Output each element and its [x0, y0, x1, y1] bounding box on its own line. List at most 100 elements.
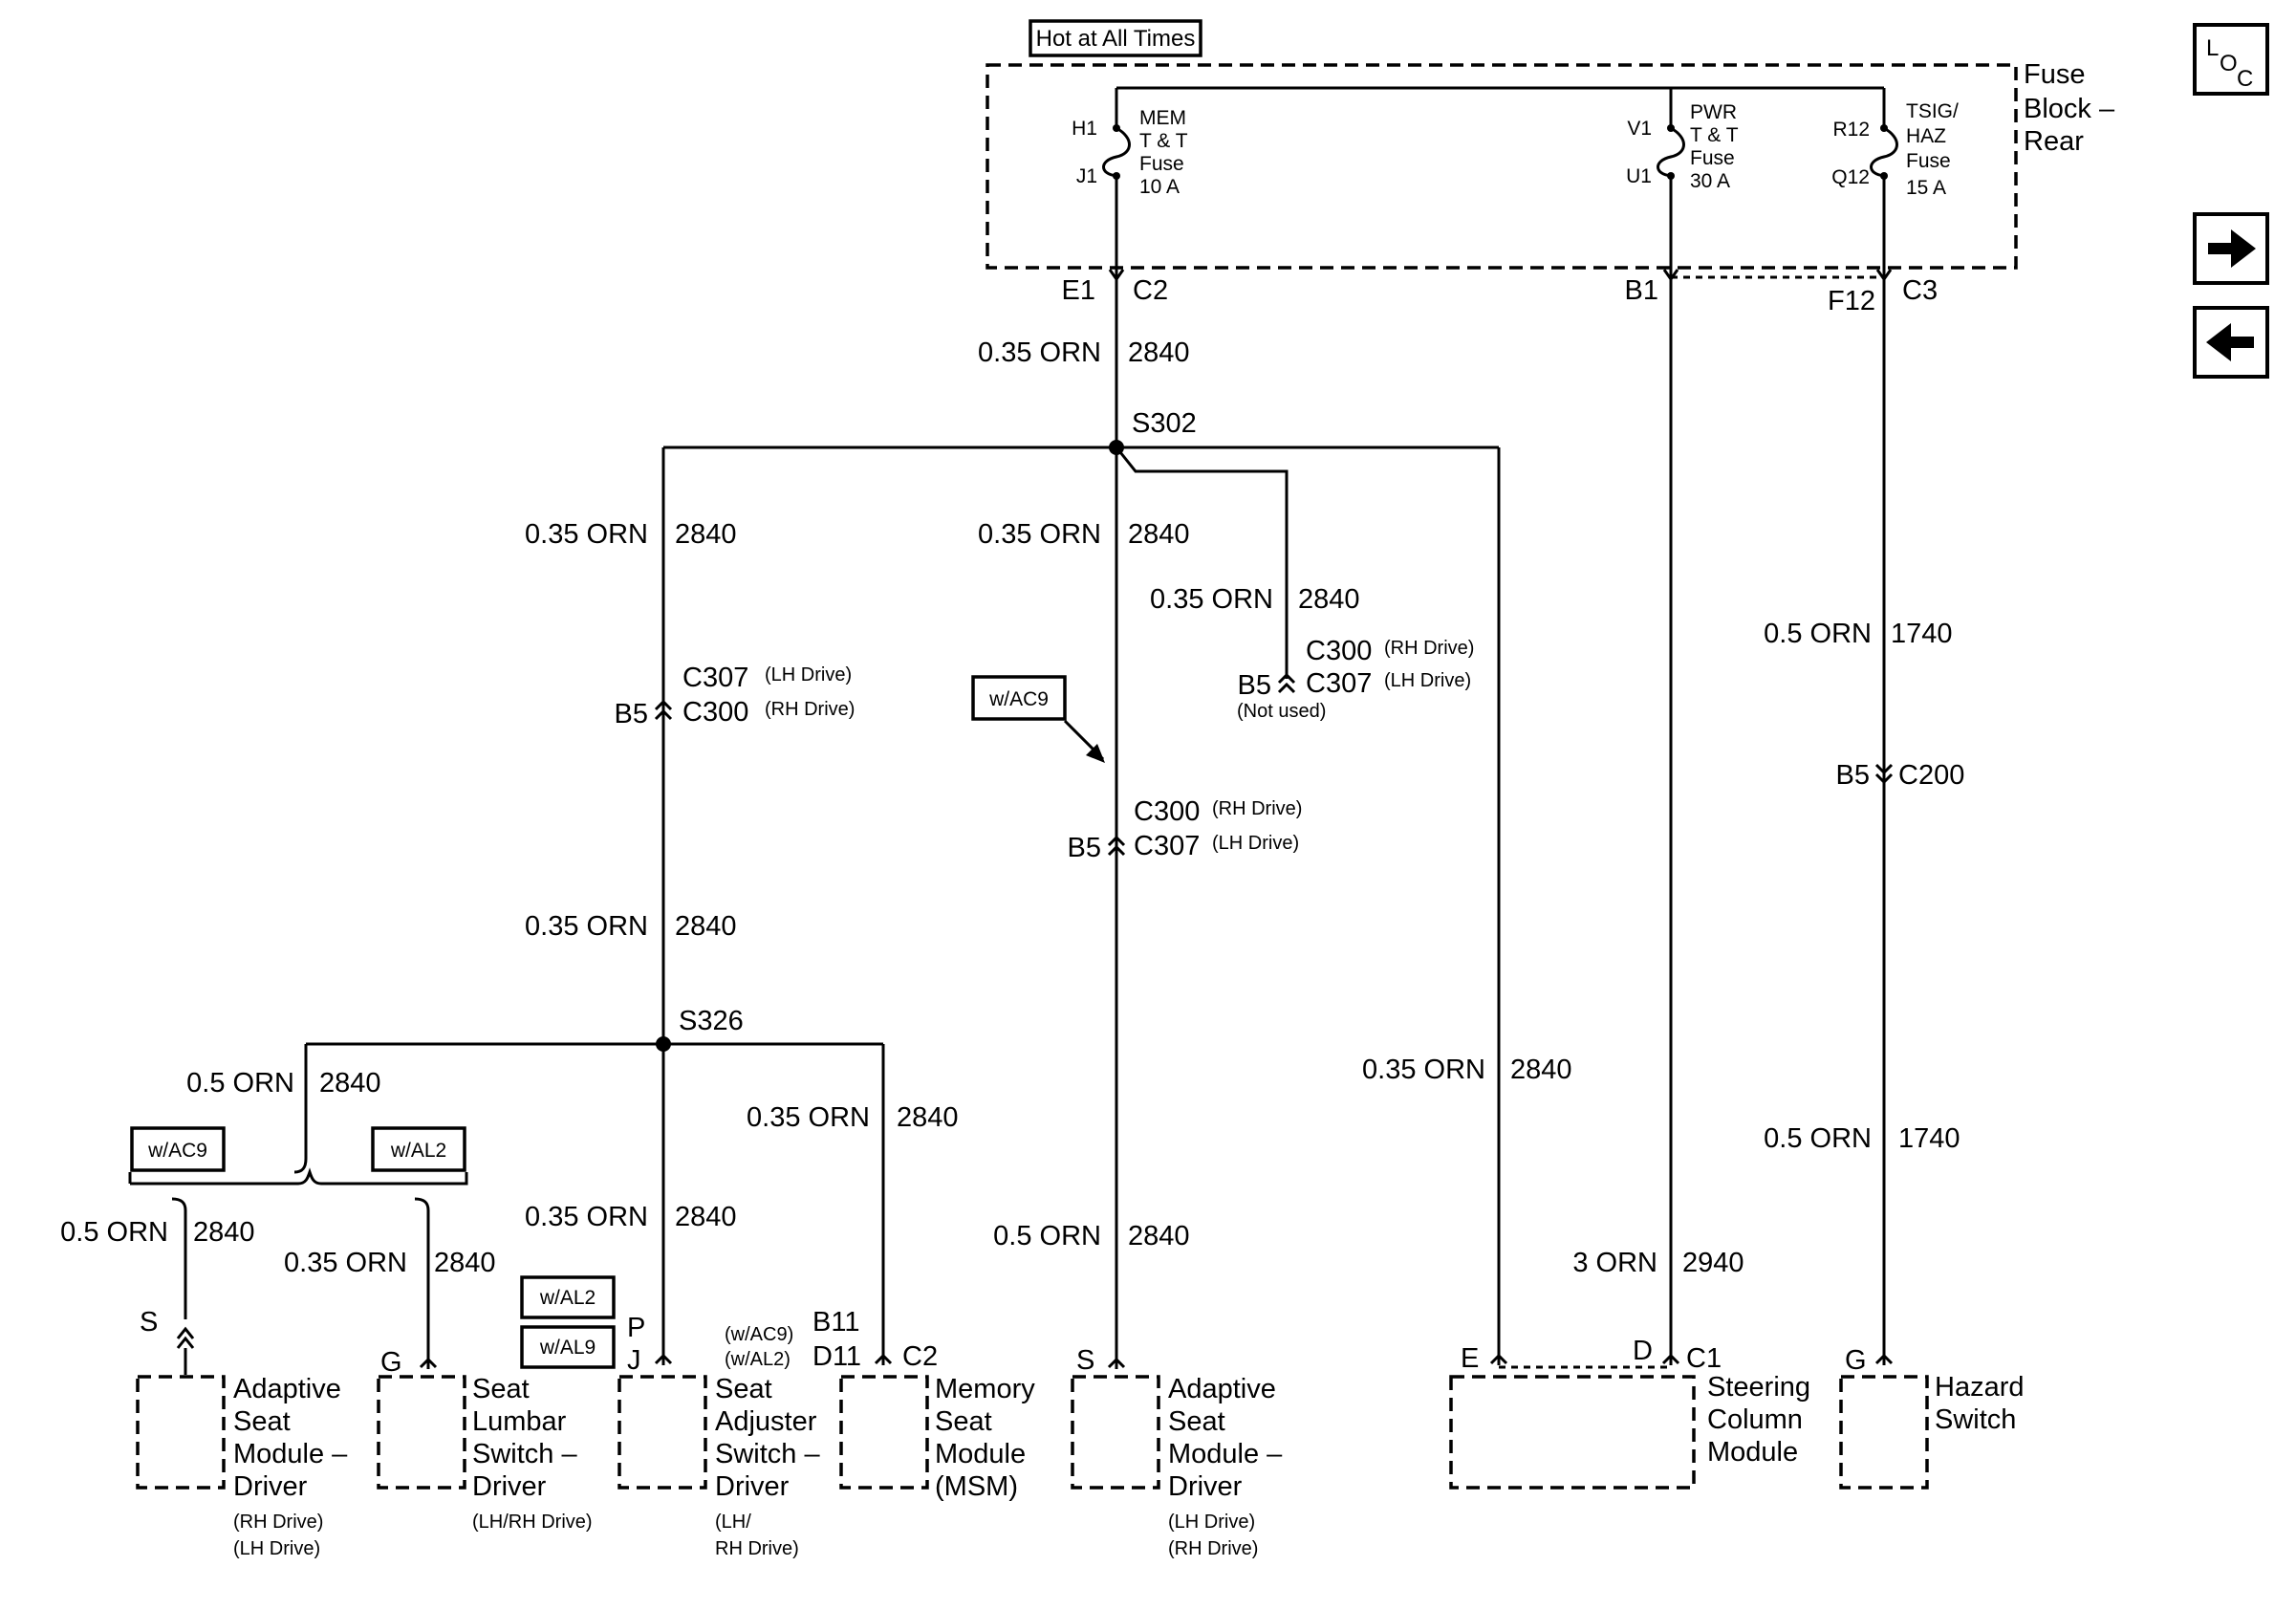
asm-lh-pin: S [1076, 1345, 1094, 1376]
connector-right-name-2: C307 [1306, 668, 1372, 699]
wire-13-size: 0.35 ORN [525, 1202, 648, 1232]
loc-letter-l: L [2206, 35, 2219, 61]
hazard-name-2: Switch [1935, 1404, 2016, 1435]
scm-pin-e: E [1461, 1343, 1479, 1374]
msm-name-2: Seat [935, 1406, 992, 1437]
connector-right-not-used: (Not used) [1237, 701, 1326, 722]
wire-6-size: 0.5 ORN [1764, 619, 1872, 649]
asm-rh-pin: S [140, 1307, 158, 1338]
fuse-mem-name-2: T & T [1139, 130, 1188, 152]
fuse-block-name-1: Fuse [2024, 59, 2085, 90]
wire-paths [128, 279, 1886, 1375]
connector-center-note-2: (LH Drive) [1212, 833, 1299, 854]
scm-name-2: Column [1707, 1404, 1803, 1435]
asm-rh-note-1: (RH Drive) [233, 1512, 323, 1533]
conn-c3: C3 [1902, 275, 1938, 306]
wire-8-size: 0.35 ORN [747, 1102, 870, 1133]
msm-name-4: (MSM) [935, 1471, 1018, 1502]
asm-lh-name-1: Adaptive [1168, 1374, 1276, 1404]
fuse-mem-rating: 10 A [1139, 176, 1180, 198]
msm-pin-d11: D11 [812, 1341, 861, 1372]
splice-s326-dot [656, 1036, 671, 1052]
connector-left-note-2: (RH Drive) [765, 699, 855, 720]
arrow-right-icon [2208, 229, 2256, 268]
fuse-block-name-2: Block – [2024, 94, 2115, 124]
splice-s302-dot [1109, 440, 1124, 455]
lumbar-pin: G [380, 1347, 402, 1378]
asm-rh-name-2: Seat [233, 1406, 291, 1437]
option-ac9-left-box [130, 1126, 226, 1172]
option-al2-mid: w/AL2 [539, 1287, 596, 1309]
fuse-mem: H1 J1 MEM T & T Fuse 10 A [1072, 88, 1188, 279]
wire-5-size: 0.35 ORN [525, 911, 648, 942]
hazard-name-1: Hazard [1935, 1372, 2025, 1403]
option-ac9-arrow-head [1086, 744, 1105, 763]
component-hazard-switch: G Hazard Switch [1839, 1345, 2025, 1490]
fuse-haz-out-pin: Q12 [1831, 166, 1870, 188]
connector-right-note-1: (RH Drive) [1384, 638, 1474, 659]
connector-center-c300: B5 C300 (RH Drive) C307 (LH Drive) [1068, 796, 1303, 863]
connector-left-name-1: C307 [682, 663, 748, 693]
scm-conn: C1 [1686, 1343, 1722, 1374]
fuse-haz-in-pin: R12 [1832, 119, 1870, 141]
fuse-haz-name-1: TSIG/ [1906, 100, 1959, 122]
adjuster-pin-p: P [627, 1313, 645, 1343]
option-al2-left: w/AL2 [390, 1140, 446, 1162]
wire-14-size: 0.5 ORN [993, 1221, 1101, 1251]
asm-lh-note-1: (LH Drive) [1168, 1512, 1255, 1533]
wire-15-circuit: 2940 [1682, 1248, 1744, 1278]
fuse-tsig-haz: R12 Q12 TSIG/ HAZ Fuse 15 A [1831, 88, 1959, 279]
wire-9-circuit: 2840 [1510, 1055, 1572, 1085]
msm-conn: C2 [902, 1341, 938, 1372]
wire-10-size: 0.5 ORN [1764, 1123, 1872, 1154]
fuse-pwr: V1 U1 PWR T & T Fuse 30 A [1626, 88, 1739, 279]
option-al2-left-box [371, 1126, 466, 1172]
wire-9-size: 0.35 ORN [1362, 1055, 1485, 1085]
fuse-block-name-3: Rear [2024, 126, 2084, 157]
splice-s326-label: S326 [679, 1006, 744, 1036]
adjuster-name-1: Seat [715, 1374, 772, 1404]
asm-rh-note-2: (LH Drive) [233, 1538, 320, 1559]
lumbar-name-2: Lumbar [472, 1406, 567, 1437]
adjuster-option-2: (w/AL2) [725, 1349, 791, 1370]
lumbar-name-3: Switch – [472, 1439, 577, 1469]
splice-s302-label: S302 [1132, 408, 1197, 439]
loc-button[interactable]: L O C [2193, 23, 2269, 96]
fuse-block-outline [986, 63, 2018, 270]
component-terminals [419, 1353, 1894, 1369]
component-memory-seat-module: B11 D11 C2 Memory Seat Module (MSM) [812, 1307, 1035, 1502]
adjuster-pin-j: J [627, 1345, 641, 1376]
adjuster-note-2: RH Drive) [715, 1538, 799, 1559]
wire-1-size: 0.35 ORN [978, 337, 1101, 368]
component-adaptive-seat-module-lh: S Adaptive Seat Module – Driver (LH Driv… [1071, 1345, 1283, 1559]
option-ac9-center: w/AC9 [988, 688, 1049, 710]
asm-rh-name-3: Module – [233, 1439, 348, 1469]
arrow-left-icon [2206, 323, 2254, 361]
connector-c200-pin: B5 [1836, 760, 1870, 791]
wire-2-circuit: 2840 [675, 519, 737, 550]
conn-c2: C2 [1133, 275, 1168, 306]
fuse-mem-in-pin: H1 [1072, 118, 1097, 140]
hazard-pin: G [1845, 1345, 1867, 1376]
connector-left-c307: B5 C307 (LH Drive) C300 (RH Drive) [615, 663, 856, 729]
wire-1-circuit: 2840 [1128, 337, 1190, 368]
previous-page-button[interactable] [2193, 306, 2269, 379]
wire-8-circuit: 2840 [897, 1102, 959, 1133]
option-al9-mid-box [520, 1325, 616, 1369]
fuse-mem-name-1: MEM [1139, 107, 1186, 129]
wire-12-size: 0.35 ORN [284, 1248, 407, 1278]
msm-name-1: Memory [935, 1374, 1035, 1404]
connector-right-c300: B5 C300 (RH Drive) C307 (LH Drive) (Not … [1237, 636, 1474, 722]
asm-lh-name-3: Module – [1168, 1439, 1283, 1469]
loc-letter-c: C [2237, 66, 2253, 92]
fuse-pwr-name-1: PWR [1690, 101, 1737, 123]
adjuster-name-4: Driver [715, 1471, 790, 1502]
next-page-button[interactable] [2193, 212, 2269, 285]
wire-13-circuit: 2840 [675, 1202, 737, 1232]
scm-pin-d: D [1633, 1336, 1653, 1366]
msm-name-3: Module [935, 1439, 1026, 1469]
connector-left-note-1: (LH Drive) [765, 664, 852, 685]
wire-11-size: 0.5 ORN [60, 1217, 168, 1248]
fuse-pwr-out-pin: U1 [1626, 165, 1652, 187]
